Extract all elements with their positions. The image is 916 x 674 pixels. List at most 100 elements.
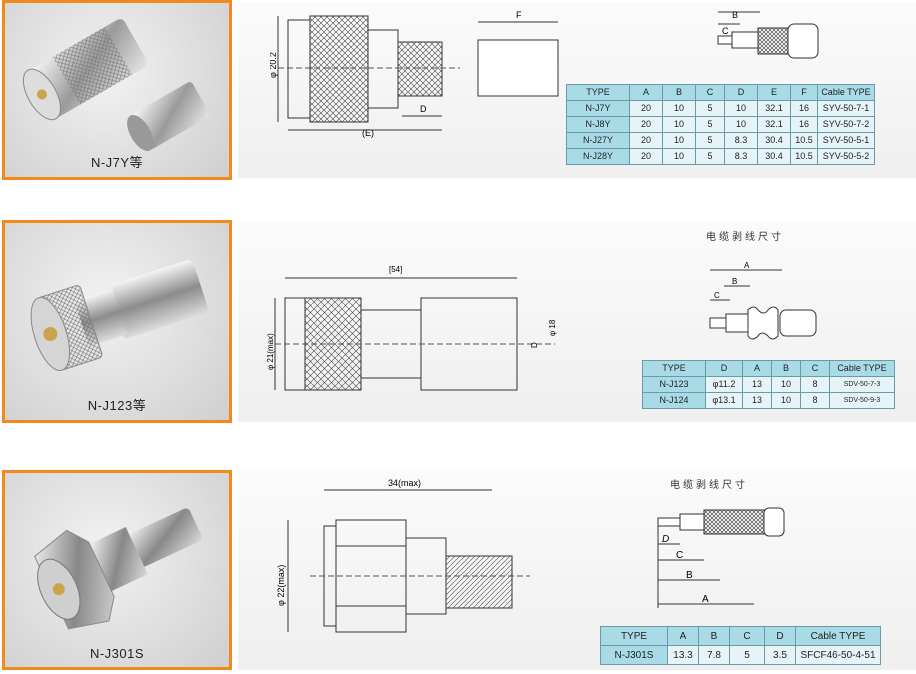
table-header: Cable TYPE [795,626,881,646]
table-cell: 16 [790,116,818,133]
product-photo-nj301s: N-J301S [2,470,232,670]
table-cell: 8 [800,376,830,393]
table-cell: 13.3 [667,645,699,665]
dim-b-label: B [732,10,738,20]
table-cell: 10 [662,116,696,133]
connector-image [30,260,208,371]
table-header: C [800,360,830,377]
table-cell: 10 [724,116,758,133]
diameter-label: φ 20.2 [270,52,278,78]
ferrule-drawing: F [477,10,559,97]
connector-drawing-nj301s: 34(max) φ 22(max) [276,478,530,633]
table-cell: 5 [695,116,725,133]
table-cell: 20 [629,100,663,117]
table-header: Cable TYPE [817,84,875,101]
table-header: B [771,360,801,377]
dim-b-label: B [732,277,737,286]
table-cell: SYV-50-7-1 [817,100,875,117]
connector-drawing-nj7y: φ 20.2 D (E) [270,15,460,138]
table-header: D [705,360,743,377]
table-cell: 30.4 [757,132,791,149]
table-cell: N-J27Y [566,132,630,149]
table-cell: N-J301S [600,645,668,665]
length-label: [54] [389,265,402,274]
diameter-label: φ 22(max) [276,565,286,606]
table-header: A [629,84,663,101]
table-header: TYPE [566,84,630,101]
connector-image [22,19,210,152]
strip-dimension-title: 电缆剥线尺寸 [706,232,784,243]
connector-image [34,508,202,630]
product-caption: N-J123等 [87,398,147,413]
table-header: C [695,84,725,101]
table-cell: 7.8 [698,645,730,665]
product-caption: N-J301S [89,646,145,661]
cable-strip-drawing-nj123: A B C [709,261,817,340]
cable-strip-drawing-nj7y: B C [717,10,819,59]
table-cell: 8.3 [724,132,758,149]
table-cell: 13 [742,392,772,409]
table-cell: N-J124 [642,392,706,409]
table-cell: N-J7Y [566,100,630,117]
table-cell: φ13.1 [705,392,743,409]
dim-d-label: D [420,104,427,114]
table-cell: SDV-50-7-3 [829,376,895,393]
table-cell: 16 [790,100,818,117]
dim-d18-label: φ 18 [548,319,557,336]
dim-b-label: B [686,570,693,581]
table-cell: 10 [724,100,758,117]
product-photo-nj123: N-J123等 [2,220,232,423]
table-header: B [662,84,696,101]
table-cell: 8 [800,392,830,409]
product-section-nj7y: N-J7Y等 φ 20.2 D (E) F B C TYPE A B [0,0,916,182]
table-header: B [698,626,730,646]
dim-c-label: C [676,550,683,561]
table-header: Cable TYPE [829,360,895,377]
table-cell: 5 [729,645,765,665]
table-cell: N-J8Y [566,116,630,133]
table-cell: 10 [771,376,801,393]
table-header: D [764,626,796,646]
product-section-nj301s: N-J301S 34(max) φ 22(max) 电缆剥线尺寸 D C B A… [0,468,916,674]
cable-strip-drawing-nj301s: D C B A [657,507,785,608]
table-cell: 8.3 [724,148,758,165]
dim-d-label: D [662,534,669,545]
dim-c-label: C [722,26,729,36]
table-cell: N-J28Y [566,148,630,165]
table-cell: SYV-50-5-1 [817,132,875,149]
dim-a-label: A [744,261,750,270]
table-cell: SFCF46-50-4-51 [795,645,881,665]
strip-dimension-title: 电缆剥线尺寸 [670,480,748,491]
table-cell: 20 [629,132,663,149]
table-cell: 20 [629,148,663,165]
table-cell: 13 [742,376,772,393]
table-header: TYPE [642,360,706,377]
diameter-label: φ 21(max) [266,333,275,370]
dim-e-label: (E) [362,128,374,138]
table-cell: 5 [695,100,725,117]
table-header: A [667,626,699,646]
table-cell: 32.1 [757,116,791,133]
length-label: 34(max) [388,478,421,488]
table-cell: SYV-50-7-2 [817,116,875,133]
table-cell: 5 [695,132,725,149]
table-header: D [724,84,758,101]
table-cell: SDV-50-9-3 [829,392,895,409]
table-header: E [757,84,791,101]
product-section-nj123: N-J123等 [54] φ 21(max) D φ 18 电缆剥线尺寸 A B… [0,220,916,425]
product-photo-nj7y: N-J7Y等 [2,0,232,180]
dim-d-label: D [530,342,539,348]
table-cell: 10 [771,392,801,409]
dim-f-label: F [516,10,522,20]
table-cell: 10 [662,132,696,149]
table-cell: 32.1 [757,100,791,117]
